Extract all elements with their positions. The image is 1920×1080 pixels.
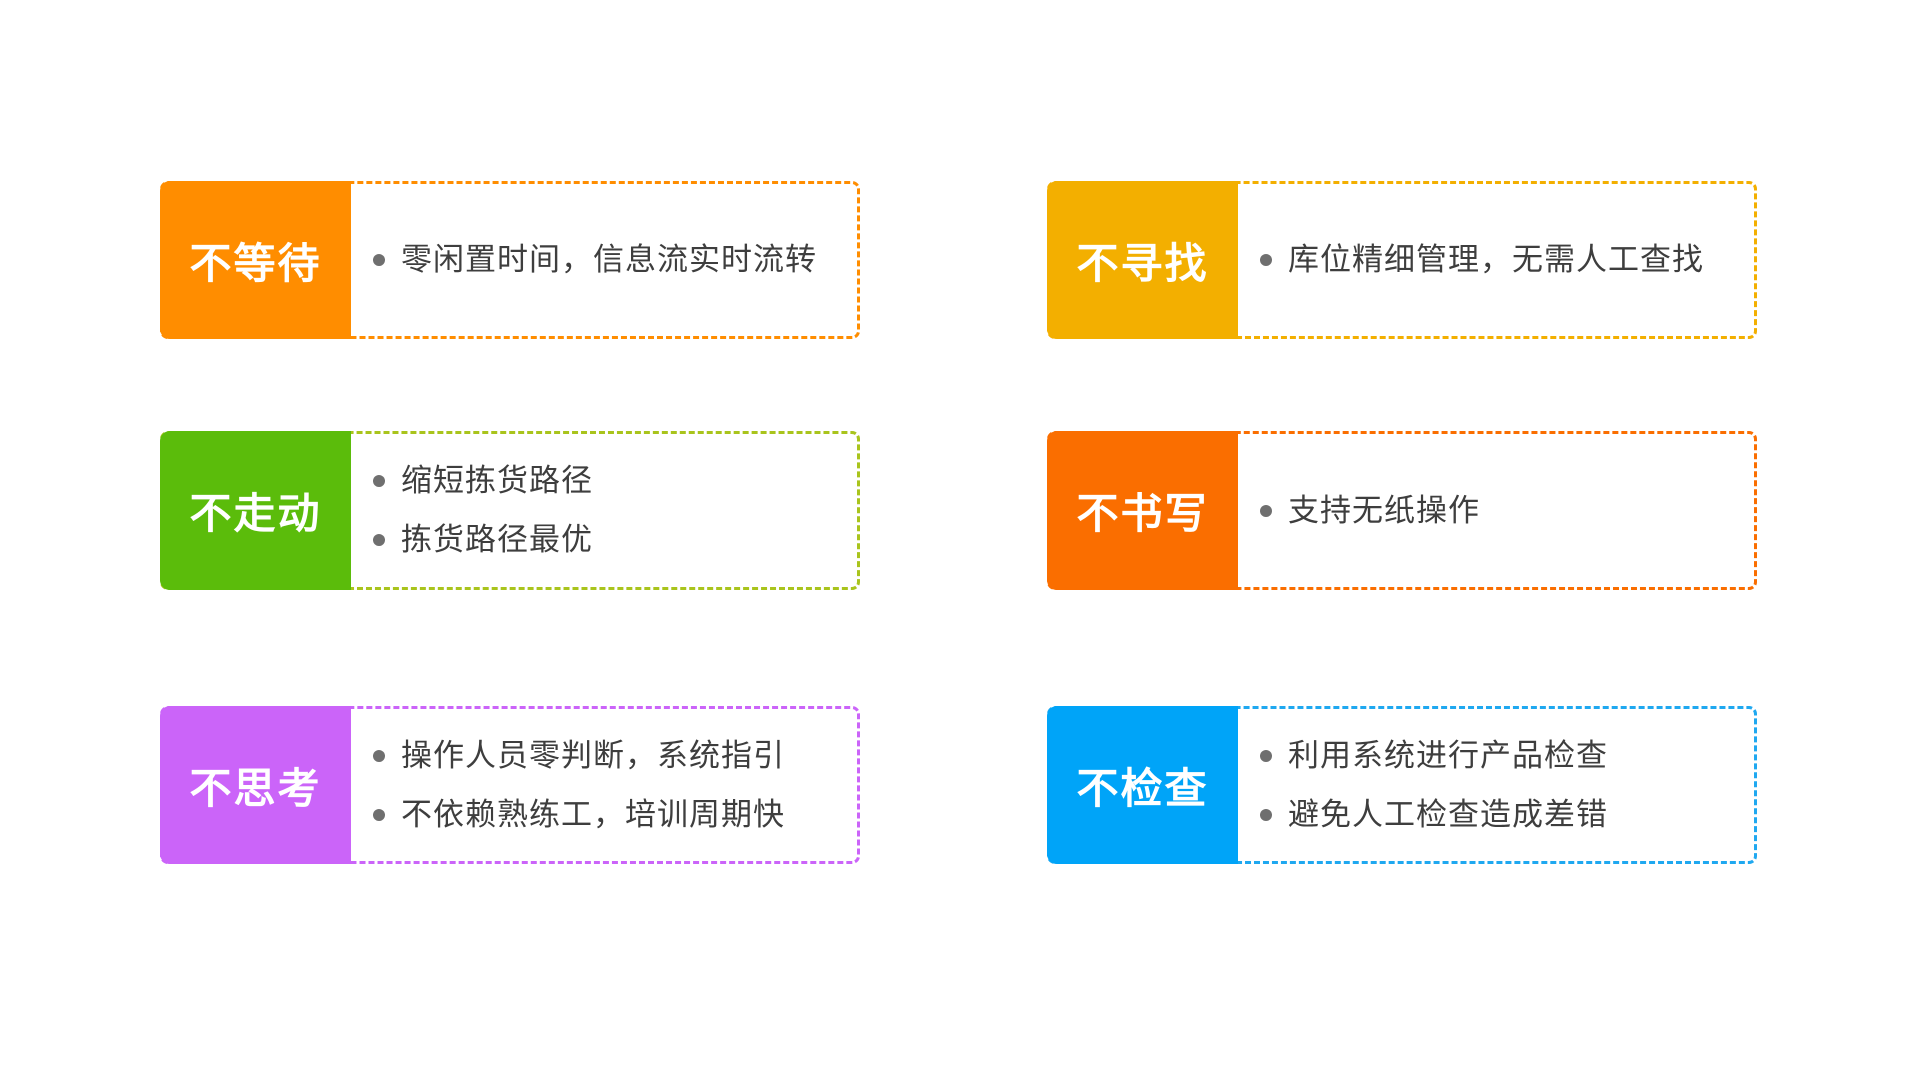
card-label-badge: 不思考 [160, 706, 351, 864]
bullet-item: 不依赖熟练工，培训周期快 [373, 796, 848, 834]
bullet-text: 拣货路径最优 [401, 522, 593, 557]
feature-card-no-writing: 不书写 支持无纸操作 [1047, 431, 1757, 590]
bullet-dot-icon [1260, 749, 1272, 762]
feature-card-no-waiting: 不等待 零闲置时间，信息流实时流转 [160, 181, 860, 339]
bullet-dot-icon [373, 534, 385, 546]
feature-card-no-thinking: 不思考 操作人员零判断，系统指引 不依赖熟练工，培训周期快 [160, 706, 860, 864]
bullet-dot-icon [1260, 808, 1272, 821]
bullet-text: 操作人员零判断，系统指引 [401, 737, 785, 773]
feature-card-no-searching: 不寻找 库位精细管理，无需人工查找 [1047, 181, 1757, 339]
card-bullet-list: 库位精细管理，无需人工查找 [1260, 184, 1745, 336]
bullet-text: 缩短拣货路径 [401, 463, 593, 498]
bullet-dot-icon [373, 749, 385, 762]
bullet-item: 支持无纸操作 [1260, 492, 1745, 530]
bullet-text: 零闲置时间，信息流实时流转 [401, 242, 817, 277]
card-label-badge: 不书写 [1047, 431, 1238, 590]
bullet-text: 库位精细管理，无需人工查找 [1288, 242, 1704, 277]
bullet-item: 库位精细管理，无需人工查找 [1260, 241, 1745, 279]
bullet-dot-icon [1260, 254, 1272, 266]
bullet-item: 避免人工检查造成差错 [1260, 796, 1745, 834]
card-bullet-list: 缩短拣货路径 拣货路径最优 [373, 434, 848, 587]
bullet-item: 零闲置时间，信息流实时流转 [373, 241, 848, 279]
card-bullet-list: 支持无纸操作 [1260, 434, 1745, 587]
bullet-dot-icon [1260, 504, 1272, 517]
bullet-item: 缩短拣货路径 [373, 462, 848, 500]
card-label-badge: 不检查 [1047, 706, 1238, 864]
bullet-text: 避免人工检查造成差错 [1288, 796, 1608, 832]
card-bullet-list: 操作人员零判断，系统指引 不依赖熟练工，培训周期快 [373, 709, 848, 861]
feature-card-no-checking: 不检查 利用系统进行产品检查 避免人工检查造成差错 [1047, 706, 1757, 864]
card-bullet-list: 利用系统进行产品检查 避免人工检查造成差错 [1260, 709, 1745, 861]
card-bullet-list: 零闲置时间，信息流实时流转 [373, 184, 848, 336]
bullet-text: 支持无纸操作 [1288, 492, 1480, 528]
bullet-item: 拣货路径最优 [373, 521, 848, 559]
bullet-item: 操作人员零判断，系统指引 [373, 737, 848, 775]
bullet-item: 利用系统进行产品检查 [1260, 737, 1745, 775]
bullet-dot-icon [373, 808, 385, 821]
bullet-dot-icon [373, 475, 385, 487]
bullet-text: 利用系统进行产品检查 [1288, 737, 1608, 773]
card-label-badge: 不等待 [160, 181, 351, 339]
bullet-text: 不依赖熟练工，培训周期快 [401, 796, 785, 832]
feature-card-no-walking: 不走动 缩短拣货路径 拣货路径最优 [160, 431, 860, 590]
card-label-badge: 不寻找 [1047, 181, 1238, 339]
bullet-dot-icon [373, 254, 385, 266]
card-label-badge: 不走动 [160, 431, 351, 590]
